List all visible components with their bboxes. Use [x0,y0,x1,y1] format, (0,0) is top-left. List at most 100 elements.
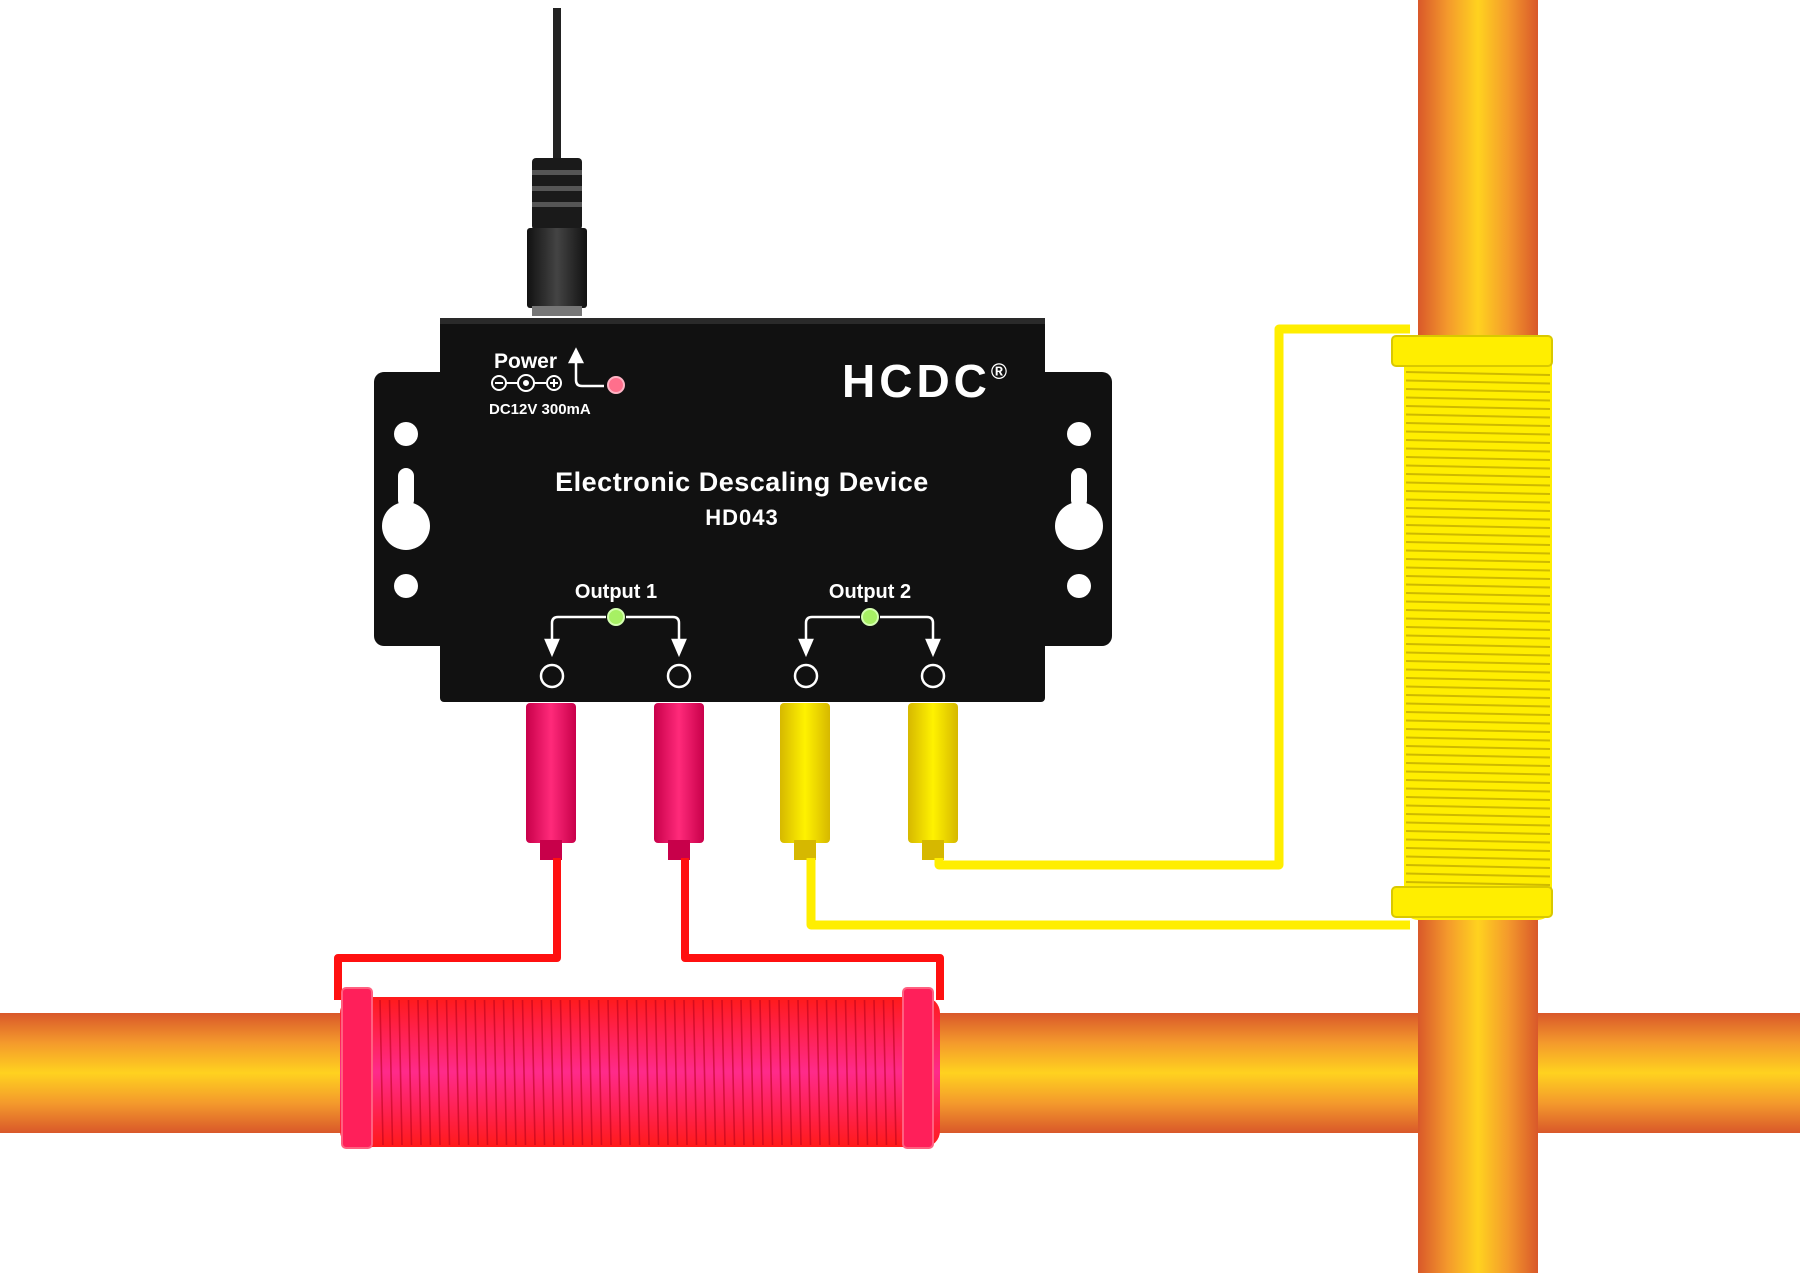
red-wire-b [681,858,944,1000]
red-coil [340,987,940,1149]
yellow-coil-turn [1405,677,1551,682]
yellow-coil-turn [1405,668,1551,674]
yellow-coil-turn [1405,498,1551,504]
red-coil-turn [816,999,821,1146]
red-plug-a [526,703,576,843]
output2-arrows-icon [798,615,941,658]
red-coil-turn [692,999,698,1146]
yellow-coil-turn [1405,575,1551,580]
yellow-coil [1391,335,1553,920]
power-jack-body [527,228,587,308]
power-label: Power [494,350,557,373]
red-coil-turn [521,999,527,1146]
red-coil-turn [379,999,384,1146]
red-coil-turn [740,999,745,1146]
yellow-coil-turn [1405,430,1551,436]
yellow-coil-turn [1405,719,1551,725]
yellow-coil-turn [1405,456,1551,461]
yellow-coil-turn [1405,549,1551,555]
yellow-coil-turn [1405,481,1551,487]
red-coil-turn [407,999,413,1146]
red-coil-turn [873,999,878,1146]
yellow-coil-turn [1405,413,1551,419]
output2-label: Output 2 [829,581,911,603]
power-led [607,376,625,394]
red-coil-turn [559,999,565,1146]
output1-led [607,608,625,626]
yellow-coil-turn [1405,694,1551,699]
yellow-coil-turn [1405,830,1551,835]
power-jack-boot [532,158,582,230]
red-coil-turn [768,999,774,1146]
power-arrow-icon [567,347,604,388]
red-coil-turn [683,999,688,1146]
yellow-coil-turn [1405,464,1551,470]
red-coil-turn [436,999,441,1146]
red-coil-turn [835,999,840,1146]
yellow-coil-turn [1405,796,1551,801]
yellow-coil-turn [1405,490,1551,495]
mounting-bracket-left [374,372,454,646]
yellow-coil-turn [1405,473,1551,478]
red-coil-turn [626,999,631,1146]
red-coil-turn [863,999,869,1146]
yellow-plug-b [908,703,958,843]
yellow-coil-turn [1405,396,1551,402]
red-coil-turn [512,999,517,1146]
yellow-coil-turn [1405,736,1551,742]
yellow-coil-turn [1405,711,1551,716]
red-coil-turn [673,999,679,1146]
yellow-coil-turn [1405,558,1551,563]
yellow-coil-turn [1405,515,1551,521]
yellow-coil-end-top [1391,335,1553,367]
red-coil-turn [588,999,593,1146]
yellow-wire-b [934,324,1410,870]
power-spec: DC12V 300mA [489,401,591,418]
power-polarity-icon [491,374,562,392]
red-coil-turn [597,999,603,1146]
power-cable [553,8,561,160]
device-body [440,318,1045,702]
yellow-coil-turn [1405,651,1551,657]
descaler-device: Power DC12V 300mA HCDC® Electronic Desca… [440,318,1045,702]
yellow-coil-turn [1405,626,1551,631]
yellow-coil-turn [1405,660,1551,665]
yellow-coil-turn [1405,787,1551,793]
red-coil-turn [778,999,783,1146]
red-coil-turn [417,999,422,1146]
red-coil-turn [550,999,555,1146]
yellow-coil-turn [1405,813,1551,818]
mounting-bracket-right [1032,372,1112,646]
red-coil-turn [531,999,536,1146]
red-coil-turn [635,999,641,1146]
output2-socket-a [793,663,819,689]
yellow-coil-turn [1405,770,1551,776]
red-coil-turn [759,999,764,1146]
yellow-wire-a [806,858,1410,930]
yellow-coil-turn [1405,685,1551,691]
red-coil-turn [825,999,831,1146]
power-plug [527,8,587,316]
yellow-coil-turn [1405,566,1551,572]
yellow-coil-turn [1405,592,1551,597]
red-coil-turn [455,999,460,1146]
yellow-coil-turn [1405,753,1551,759]
red-coil-turn [844,999,850,1146]
red-coil-turn [578,999,584,1146]
yellow-coil-turn [1405,864,1551,869]
yellow-coil-turn [1405,779,1551,784]
red-wire-a [334,858,561,1000]
yellow-coil-turn [1405,541,1551,546]
yellow-coil-turn [1405,379,1551,385]
yellow-coil-turn [1405,583,1551,589]
yellow-coil-turn [1405,745,1551,750]
red-coil-turn [882,999,888,1146]
output1-socket-a [539,663,565,689]
yellow-coil-turn [1405,524,1551,529]
output1-arrows-icon [544,615,687,658]
yellow-coil-turn [1405,371,1551,376]
red-coil-turn [806,999,812,1146]
red-coil-turn [787,999,793,1146]
red-coil-turn [854,999,859,1146]
yellow-coil-turn [1405,821,1551,827]
